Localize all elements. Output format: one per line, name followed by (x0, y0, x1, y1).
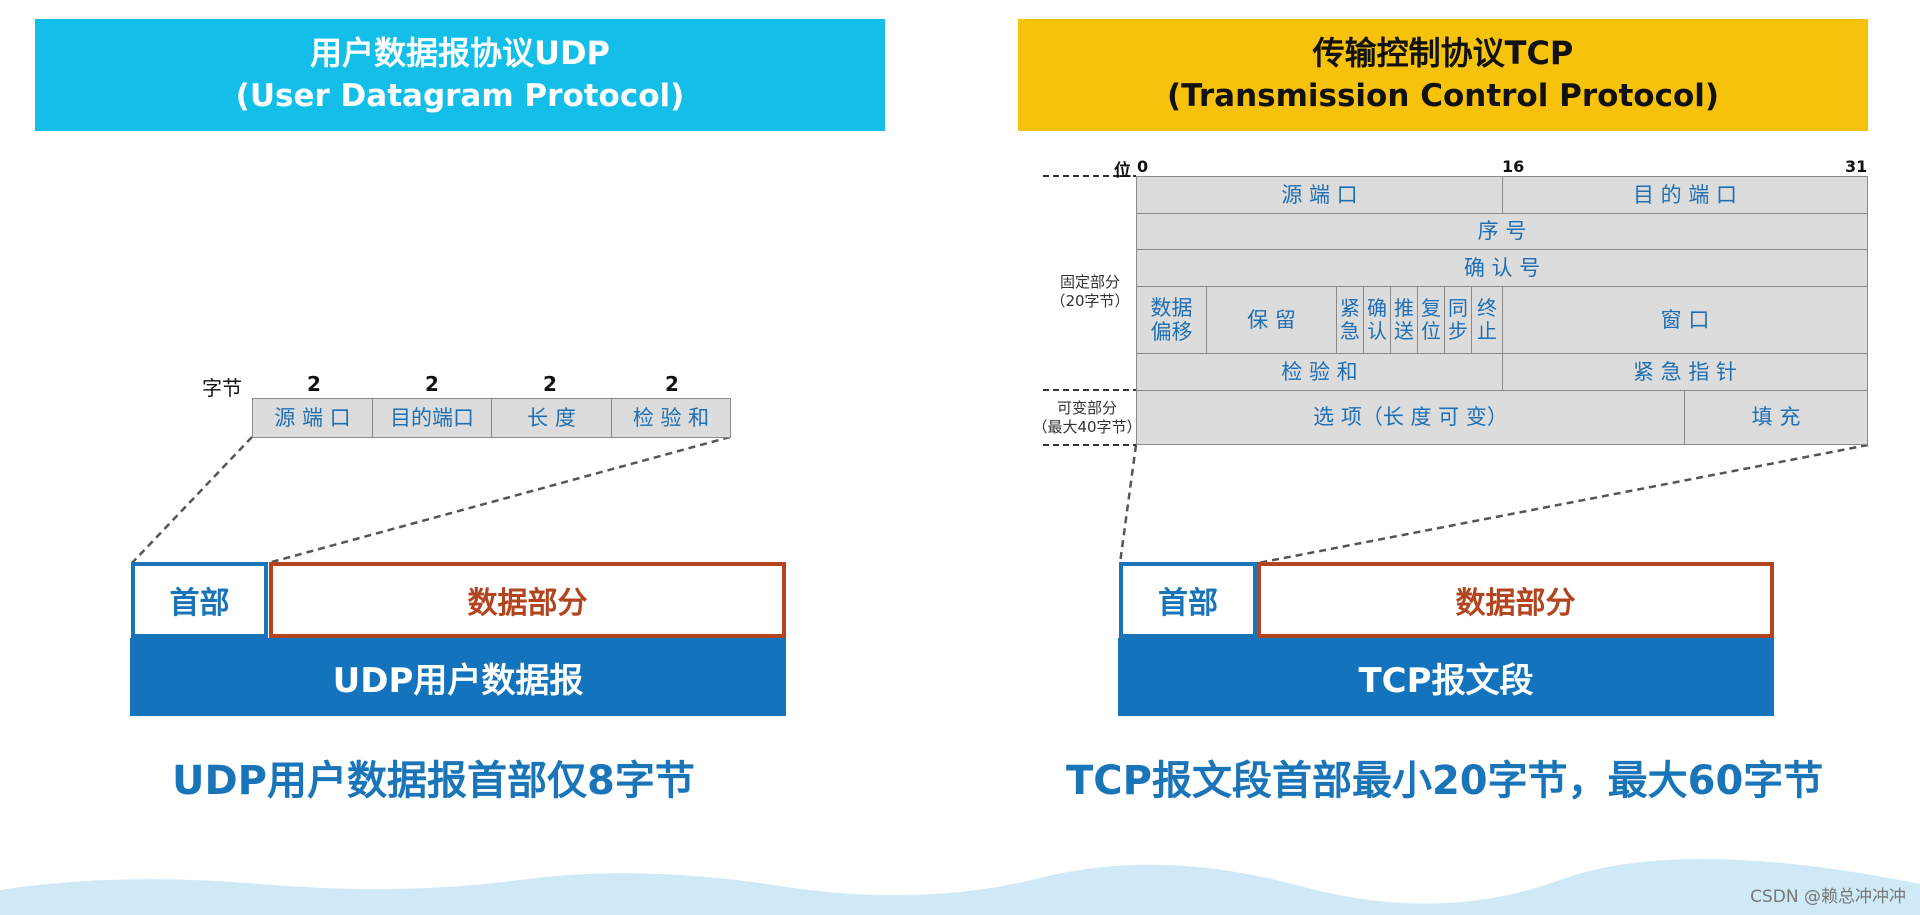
tcp-title-banner: 传输控制协议TCP (Transmission Control Protocol… (1018, 19, 1868, 131)
watermark: CSDN @赖总冲冲冲 (1750, 887, 1906, 907)
udp-title-banner: 用户数据报协议UDP (User Datagram Protocol) (35, 19, 885, 131)
udp-datagram-bar: UDP用户数据报 (130, 638, 786, 716)
tcp-flag-psh: 推送 (1390, 286, 1418, 354)
tcp-bit-31: 31 (1845, 157, 1868, 176)
udp-field-checksum: 检 验 和 (611, 398, 731, 438)
tcp-field-src-port: 源 端 口 (1136, 176, 1503, 214)
tcp-field-window: 窗 口 (1502, 286, 1868, 354)
tcp-bit-label: 位 (1114, 161, 1131, 181)
udp-byte-size: 2 (665, 372, 679, 396)
tcp-flag-rst: 复位 (1417, 286, 1445, 354)
tcp-header-box: 首部 (1119, 562, 1257, 638)
tcp-variable-part-label: 可变部分 （最大40字节） (1028, 399, 1146, 437)
udp-byte-label: 字节 (202, 376, 242, 400)
tcp-field-checksum: 检 验 和 (1136, 353, 1503, 391)
udp-caption: UDP用户数据报首部仅8字节 (172, 758, 695, 804)
tcp-bit-16: 16 (1502, 157, 1525, 176)
tcp-data-box: 数据部分 (1257, 562, 1774, 638)
udp-subtitle: (User Datagram Protocol) (235, 77, 685, 114)
tcp-subtitle: (Transmission Control Protocol) (1166, 77, 1720, 114)
udp-field-src-port: 源 端 口 (252, 398, 373, 438)
udp-header-box: 首部 (131, 562, 268, 638)
tcp-field-reserved: 保 留 (1206, 286, 1337, 354)
udp-field-dst-port: 目的端口 (372, 398, 492, 438)
tcp-field-urgent-pointer: 紧 急 指 针 (1502, 353, 1868, 391)
tcp-flag-urg: 紧急 (1336, 286, 1364, 354)
tcp-field-options: 选 项（长 度 可 变） (1136, 390, 1685, 445)
tcp-field-data-offset: 数据偏移 (1136, 286, 1207, 354)
bottom-wave (0, 858, 1920, 915)
tcp-fixed-part-title: 固定部分 (1059, 273, 1120, 291)
tcp-field-ack: 确 认 号 (1136, 249, 1868, 287)
tcp-fixed-part-label: 固定部分 （20字节） (1040, 273, 1140, 311)
udp-data-box: 数据部分 (269, 562, 786, 638)
udp-field-length: 长 度 (491, 398, 612, 438)
udp-byte-size: 2 (425, 372, 439, 396)
tcp-caption: TCP报文段首部最小20字节，最大60字节 (1066, 758, 1824, 804)
tcp-bit-0: 0 (1137, 157, 1149, 176)
tcp-field-dst-port: 目 的 端 口 (1502, 176, 1868, 214)
tcp-variable-part-title: 可变部分 (1056, 399, 1117, 417)
tcp-flag-syn: 同步 (1444, 286, 1472, 354)
udp-byte-size: 2 (543, 372, 557, 396)
tcp-fixed-part-size: （20字节） (1050, 291, 1130, 310)
tcp-flag-ack: 确认 (1363, 286, 1391, 354)
tcp-field-padding: 填 充 (1684, 390, 1868, 445)
tcp-title: 传输控制协议TCP (1312, 34, 1574, 73)
tcp-field-seq: 序 号 (1136, 213, 1868, 250)
udp-title: 用户数据报协议UDP (309, 34, 610, 73)
tcp-flag-fin: 终止 (1471, 286, 1503, 354)
udp-byte-size: 2 (307, 372, 321, 396)
tcp-variable-part-size: （最大40字节） (1032, 417, 1142, 436)
tcp-segment-bar: TCP报文段 (1118, 638, 1774, 716)
